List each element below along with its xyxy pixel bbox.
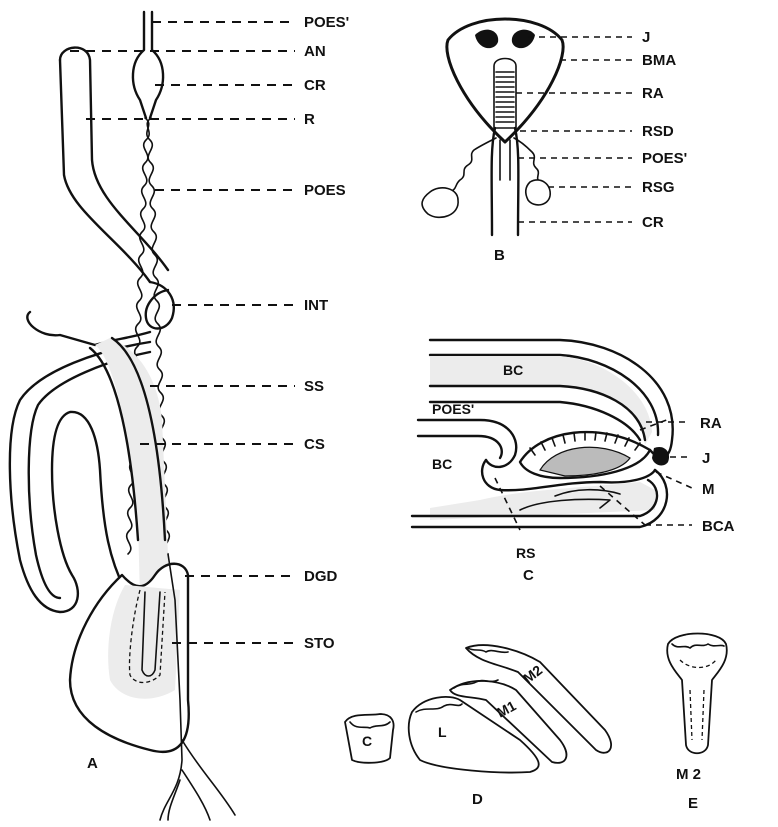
panel-d-drawing [345,645,611,772]
label-int: INT [304,297,328,314]
label-cs: CS [304,436,325,453]
panel-e-letter: E [688,795,698,812]
label-ra-b: RA [642,85,664,102]
panel-d-letter: D [472,791,483,808]
jaw-left-icon [475,30,498,49]
label-poes-prime-c: POES' [432,401,474,417]
jaw-right-icon [512,30,535,49]
label-l-tooth: L [438,724,447,740]
label-rsg: RSG [642,179,675,196]
label-an: AN [304,43,326,60]
label-cr-a: CR [304,77,326,94]
panel-b-labels: J BMA RA RSD POES' RSG CR B [494,29,687,264]
label-bca: BCA [702,518,735,535]
label-j-c: J [702,450,710,467]
panel-a-leaders [70,22,295,643]
label-r: R [304,111,315,128]
label-j-b: J [642,29,650,46]
panel-c-drawing [412,340,673,527]
panel-c-letter: C [523,567,534,584]
label-sto: STO [304,635,335,652]
label-bma: BMA [642,52,676,69]
label-m2-e: M 2 [676,766,701,783]
label-rs: RS [516,545,535,561]
label-bc-lower: BC [432,456,452,472]
label-c-tooth: C [362,733,372,749]
panel-a-drawing [10,12,235,820]
label-dgd: DGD [304,568,338,585]
label-rsd: RSD [642,123,674,140]
label-m: M [702,481,715,498]
panel-e-drawing [667,634,727,754]
label-poes-prime-a: POES' [304,14,349,31]
panel-b-drawing [422,19,563,235]
panel-b-letter: B [494,247,505,264]
label-poes-prime-b: POES' [642,150,687,167]
label-poes: POES [304,182,346,199]
label-bc-upper: BC [503,362,523,378]
panel-a-letter: A [87,755,98,772]
jaw-c-icon [652,447,669,466]
label-cr-b: CR [642,214,664,231]
label-ss: SS [304,378,324,395]
label-ra-c: RA [700,415,722,432]
panel-e-labels: M 2 E [676,766,701,812]
